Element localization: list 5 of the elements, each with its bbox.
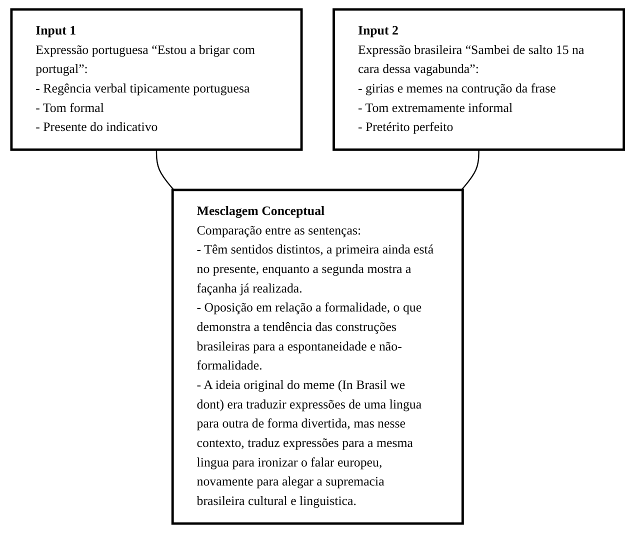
connector	[461, 150, 480, 190]
node-box: Mesclagem Conceptual Comparação entre as sentenças: - Têm sentidos distintos, a primeira ainda está no presente, enquanto a segunda mostra a façanha já realizada. - Oposição em relação a formalidade, o que demonstra a tendência das construções brasileiras para a espontaneidade e não-formalidade. - A ideia original do meme (In Brasil we dont) era traduzir expressões de uma lingua para outra de forma divertida, mas nesse contexto, traduz expressões para a mesma lingua para ironizar o falar europeu, novamente para alegar a supremacia brasileira cultural e linguistica.	[172, 188, 464, 525]
connector	[156, 150, 175, 190]
node-box: Input 2 Expressão brasileira “Sambei de salto 15 na cara dessa vagabunda”: - girias e memes na contrução da frase - Tom extremamente informal - Pretérito perfeito	[332, 8, 626, 151]
node-box: Input 1 Expressão portuguesa “Estou a brigar com portugal”: - Regência verbal tipicamente portuguesa - Tom formal - Presente do indicativo	[10, 8, 304, 151]
